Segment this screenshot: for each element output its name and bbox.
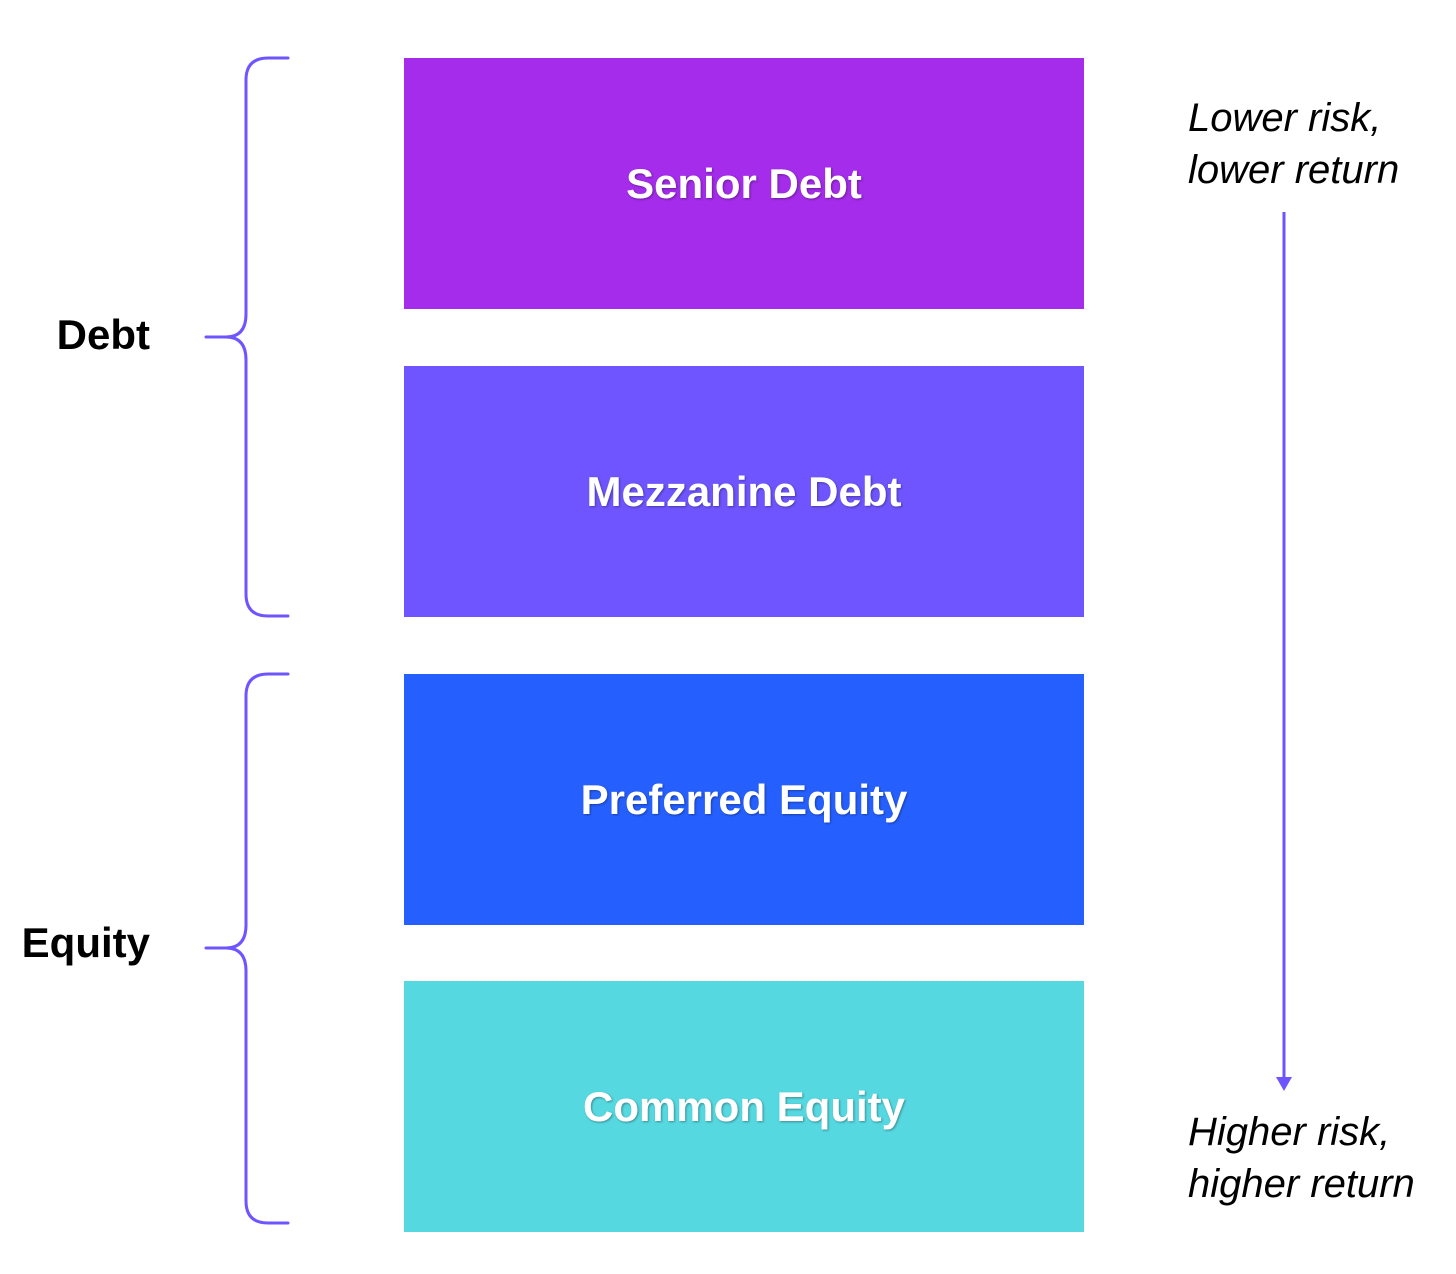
risk-note-line: Lower risk, <box>1188 96 1382 140</box>
group-label-debt: Debt <box>56 311 150 358</box>
tier-label: Senior Debt <box>626 159 862 207</box>
tier-label: Mezzanine Debt <box>586 467 902 515</box>
group-label-equity: Equity <box>21 919 150 966</box>
debt-brace <box>204 56 290 618</box>
risk-note-line: higher return <box>1188 1162 1415 1206</box>
tier-label: Preferred Equity <box>580 775 908 823</box>
tier-label: Common Equity <box>583 1082 905 1130</box>
tier-mezzanine-debt: Mezzanine Debt <box>404 366 1084 617</box>
equity-brace <box>204 672 290 1225</box>
risk-note-line: Higher risk, <box>1188 1110 1391 1154</box>
risk-note-lower: Lower risk, lower return <box>1188 92 1399 196</box>
risk-note-higher: Higher risk, higher return <box>1188 1106 1415 1210</box>
tier-common-equity: Common Equity <box>404 981 1084 1232</box>
tier-preferred-equity: Preferred Equity <box>404 674 1084 925</box>
risk-arrow-head <box>1276 1077 1292 1091</box>
risk-note-line: lower return <box>1188 148 1400 192</box>
tier-senior-debt: Senior Debt <box>404 58 1084 309</box>
